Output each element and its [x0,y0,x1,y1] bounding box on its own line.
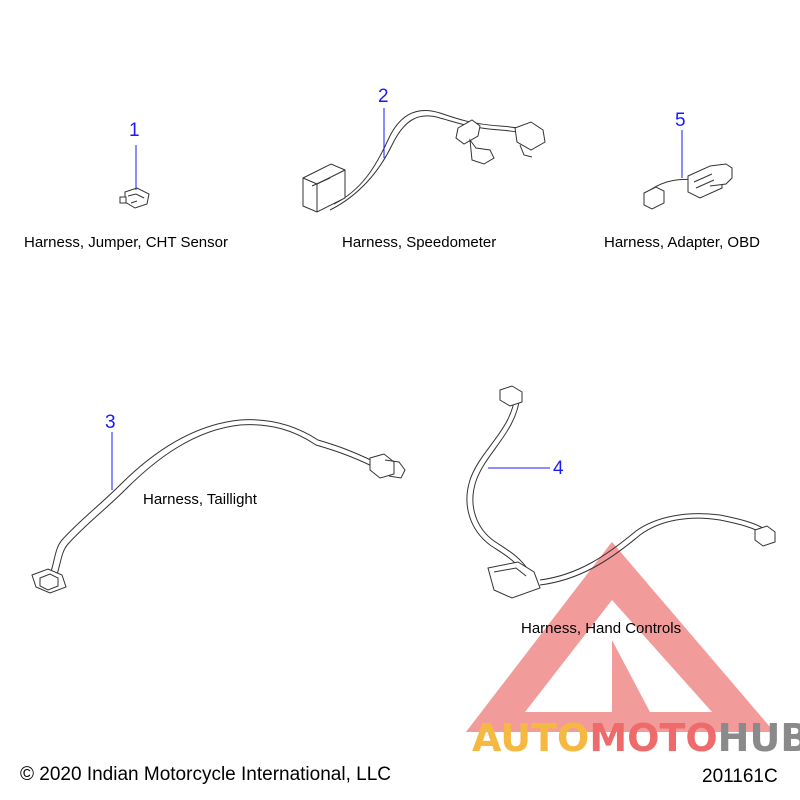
part-3-drawing [31,419,406,594]
callout-number-4: 4 [553,458,564,479]
part-label-3: Harness, Taillight [143,491,257,508]
callout-number-5: 5 [675,110,686,131]
part-5-drawing [643,163,733,210]
copyright-text: © 2020 Indian Motorcycle International, … [20,764,391,785]
diagram-code: 201161C [702,766,778,787]
watermark-text-auto: AUTO [472,716,590,760]
part-label-2: Harness, Speedometer [342,234,497,251]
part-4-drawing [466,385,776,599]
callout-number-1: 1 [129,120,140,141]
watermark-text-moto: MOTO [589,716,718,760]
part-label-4: Harness, Hand Controls [521,620,682,637]
part-1-drawing [119,187,150,209]
part-2-drawing [302,109,546,213]
part-label-5: Harness, Adapter, OBD [604,234,760,251]
watermark-text-hub: HUB [717,716,800,760]
part-label-1: Harness, Jumper, CHT Sensor [24,234,228,251]
callout-number-2: 2 [378,86,389,107]
watermark-logo [465,541,775,732]
callout-number-3: 3 [105,412,116,433]
watermark-text: AUTOMOTOHUB [472,716,800,760]
